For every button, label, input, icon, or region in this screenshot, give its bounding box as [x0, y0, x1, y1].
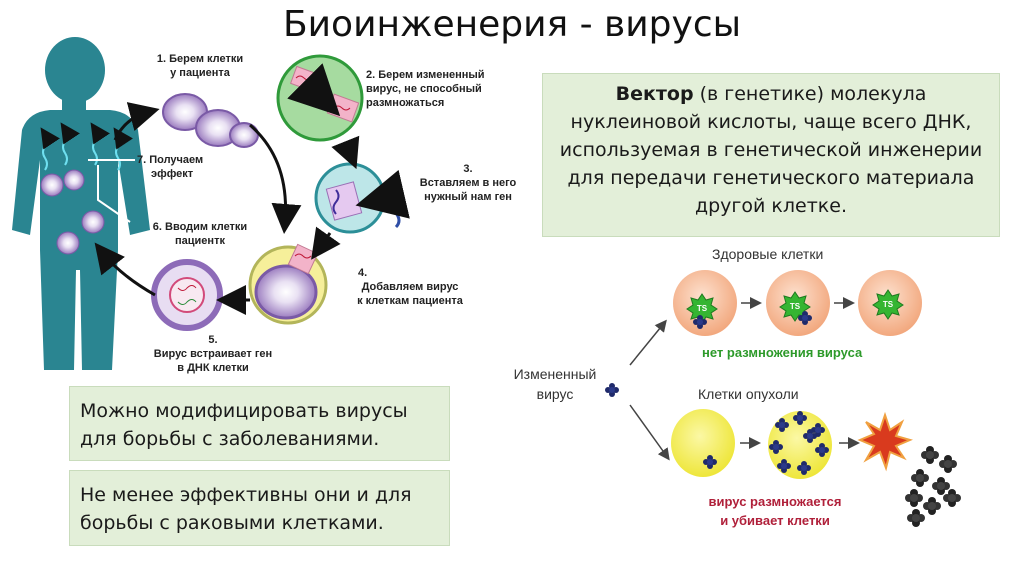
step-3-line-1: 3.	[463, 163, 473, 175]
gene-insertion-circle	[314, 162, 410, 234]
step-2-line-3: размножаться	[366, 97, 445, 109]
branch-arrows	[629, 319, 670, 461]
step-1-label: 1. Берем клетки у пациента	[150, 52, 250, 80]
step-7-label: 7. Получаем эффект	[137, 153, 237, 181]
gene-therapy-diagram	[12, 37, 410, 370]
modified-virus-line-1: Измененный	[513, 366, 597, 382]
ts-label-2: TS	[790, 302, 801, 311]
step-6-line-1: 6. Вводим клетки	[152, 221, 248, 233]
gene-integration-cell	[151, 259, 223, 331]
healthy-cells-row	[673, 270, 922, 336]
step-7-line-2: эффект	[151, 168, 194, 180]
body-cells	[40, 169, 105, 255]
kills-label: вирус размножается и убивает клетки	[680, 492, 870, 530]
injection-lines	[88, 159, 135, 223]
step-4-line-2: Добавляем вирус	[361, 281, 459, 293]
patient-cells	[162, 93, 259, 148]
no-replication-label: нет размножения вируса	[702, 345, 863, 360]
step-4-line-1: 4.	[358, 267, 368, 279]
tumor-cells-label: Клетки опухоли	[698, 386, 799, 402]
step-4-label: 4. Добавляем вирус к клеткам пациента	[340, 266, 480, 308]
step-2-line-2: вирус, не способный	[366, 83, 482, 95]
step-2-label: 2. Берем измененный вирус, не способный …	[366, 68, 506, 110]
page-title: Биоинженерия - вирусы	[282, 4, 742, 45]
step-5-line-3: в ДНК клетки	[177, 362, 249, 374]
step-3-label: 3. Вставляем в него нужный нам ген	[408, 162, 528, 204]
step-5-line-2: Вирус встраивает ген	[153, 348, 273, 360]
note-modify-viruses: Можно модифицировать вирусы для борьбы с…	[69, 386, 450, 461]
vector-definition-text: (в генетике) молекула нуклеиновой кислот…	[559, 83, 983, 217]
note-cancer-cells: Не менее эффективны они и для борьбы с р…	[69, 470, 450, 546]
vector-definition-box: Вектор (в генетике) молекула нуклеиновой…	[542, 73, 1000, 237]
modified-virus-label: Измененный вирус	[510, 364, 600, 404]
virus-circle	[276, 54, 364, 142]
step-5-line-1: 5.	[208, 334, 218, 346]
ts-label-1: TS	[697, 304, 708, 313]
oncolytic-virus-diagram: TS TS TS	[605, 270, 961, 527]
vector-term: Вектор	[615, 83, 694, 105]
tumor-cells-row	[671, 409, 961, 527]
step-6-line-2: пациентк	[175, 235, 225, 247]
step-5-label: 5. Вирус встраивает ген в ДНК клетки	[148, 333, 278, 375]
healthy-cells-label: Здоровые клетки	[712, 246, 824, 262]
modified-virus-line-2: вирус	[536, 386, 574, 402]
modified-virus-icon	[605, 383, 619, 397]
human-silhouette	[12, 37, 150, 370]
kills-line-1: вирус размножается	[708, 494, 842, 509]
step-6-label: 6. Вводим клетки пациентк	[140, 220, 260, 248]
step-1-line-1: 1. Берем клетки	[156, 53, 244, 65]
step-3-line-2: Вставляем в него	[419, 177, 517, 189]
virus-cell-binding	[248, 243, 328, 325]
cycle-arrows	[94, 102, 360, 315]
step-3-line-3: нужный нам ген	[424, 191, 512, 203]
step-4-line-3: к клеткам пациента	[357, 295, 463, 307]
step-1-line-2: у пациента	[170, 67, 230, 79]
step-7-line-1: 7. Получаем	[137, 154, 204, 166]
kills-line-2: и убивает клетки	[720, 513, 830, 528]
ts-label-3: TS	[883, 300, 894, 309]
step-2-line-1: 2. Берем измененный	[366, 69, 485, 81]
